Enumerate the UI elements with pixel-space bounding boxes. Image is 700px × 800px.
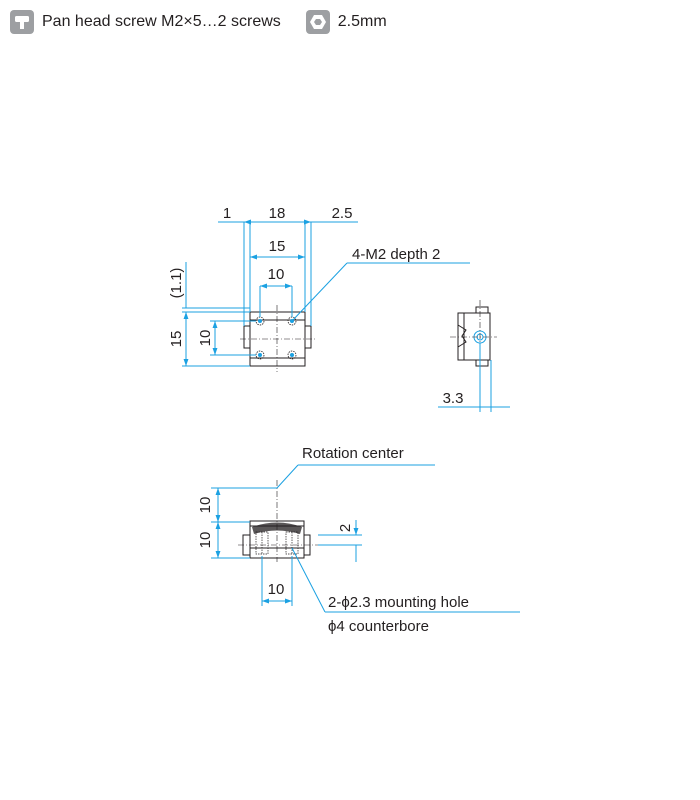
dim-10-left: 10	[197, 330, 214, 347]
counterbore-callout: ϕ4 counterbore	[328, 618, 429, 635]
mounting-hole-callout: 2-ϕ2.3 mounting hole	[328, 594, 469, 611]
rotation-center-callout: Rotation center	[302, 445, 404, 462]
tapped-holes-callout: 4-M2 depth 2	[352, 246, 440, 263]
dim-10-bottom-lower: 10	[197, 532, 214, 549]
dim-2: 2	[337, 524, 354, 532]
screw-spec-text: Pan head screw M2×5…2 screws	[42, 13, 281, 30]
dim-1: 1	[223, 205, 231, 222]
dim-15-left: 15	[168, 331, 185, 348]
screw-spec: Pan head screw M2×5…2 screws	[10, 10, 281, 34]
dim-10-top: 10	[268, 266, 285, 283]
screw-icon	[10, 10, 34, 34]
dim-10-bottom-upper: 10	[197, 497, 214, 514]
bottom-view: Rotation center 10 10 2 10 2-ϕ2.3 mounti…	[197, 445, 520, 635]
hex-key-spec: 2.5mm	[305, 10, 387, 34]
dim-10-bottom: 10	[268, 581, 285, 598]
dim-15-top: 15	[269, 238, 286, 255]
hex-key-spec-text: 2.5mm	[337, 13, 387, 30]
front-view: 1 18 2.5 15 10 4-M2 depth 2 (1.1) 15 10	[168, 205, 470, 372]
spec-bar: Pan head screw M2×5…2 screws 2.5mm	[10, 10, 412, 34]
dim-18: 18	[269, 205, 286, 222]
side-view: 3.3	[438, 300, 510, 412]
dim-2-5: 2.5	[332, 205, 353, 222]
dim-1-1: (1.1)	[168, 268, 185, 299]
hex-key-icon	[305, 10, 330, 34]
dim-3-3: 3.3	[443, 390, 464, 407]
